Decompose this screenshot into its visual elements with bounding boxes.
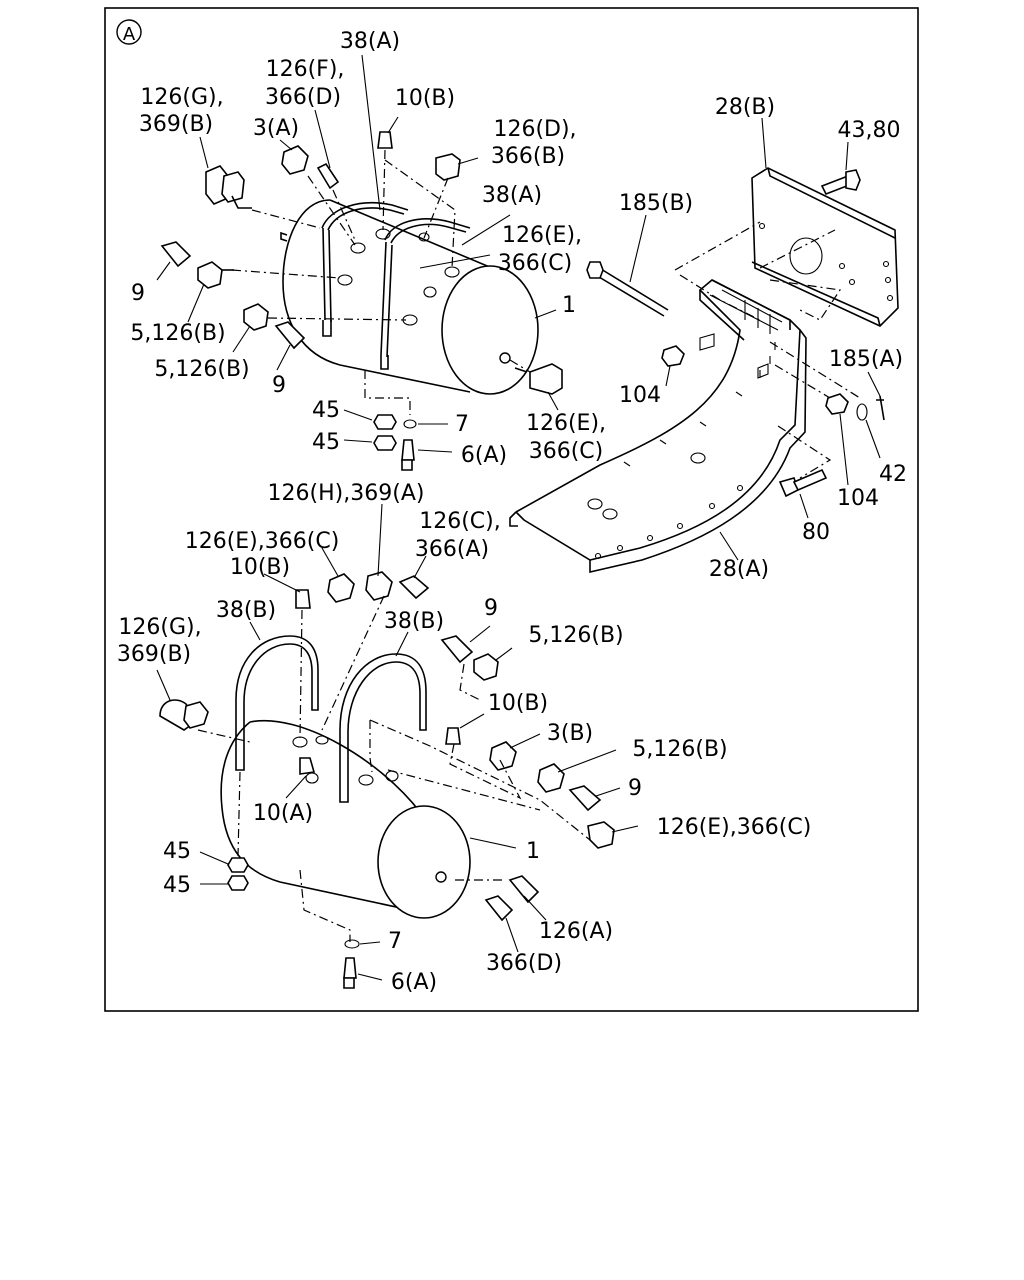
label-38b-left: 38(B) [216,598,276,623]
label-28b: 28(B) [715,95,775,120]
label-10b-top: 10(B) [395,86,455,111]
label-126e-upper: 126(E), [502,223,582,248]
label-126e-366c-lower-right: 126(E),366(C) [657,815,812,840]
label-7-lower: 7 [388,929,402,954]
label-43-80: 43,80 [838,118,901,143]
label-369b-lower: 369(B) [117,642,191,667]
label-7-upper: 7 [455,412,469,437]
label-9-lower-right: 9 [628,776,642,801]
bracket-28a [509,279,807,574]
label-5-126b-lower-right: 5,126(B) [632,737,727,762]
label-9-upper-bottom: 9 [272,373,286,398]
label-366c-upper: 366(C) [498,251,573,276]
label-126f: 126(F), [266,57,345,82]
bracket-28b [751,141,899,327]
label-185b: 185(B) [619,191,693,216]
label-5-126b-b: 5,126(B) [154,357,249,382]
label-80: 80 [802,520,830,545]
label-6a-lower: 6(A) [391,970,437,995]
bracket-leaders [629,117,881,561]
label-366b: 366(B) [491,144,565,169]
label-28a: 28(A) [709,557,769,582]
upper-labels: 38(A) 126(F), 366(D) 126(G), 369(B) 10(B… [130,29,606,468]
label-45-lower-b: 45 [163,873,191,898]
upper-fittings [160,131,461,471]
label-5-126b-a: 5,126(B) [130,321,225,346]
lower-fittings [159,571,615,989]
svg-text:A: A [123,24,136,45]
label-369b-top: 369(B) [139,112,213,137]
lower-air-tank [220,635,471,919]
label-126e-366c-upper: 126(E),366(C) [185,529,340,554]
upper-leaders [156,54,559,453]
label-366d-lower: 366(D) [486,951,562,976]
label-45-upper-a: 45 [312,398,340,423]
label-10b-lower-upper: 10(B) [230,555,290,580]
label-126g-lower: 126(G), [118,615,201,640]
label-6a-upper: 6(A) [461,443,507,468]
label-126g-top: 126(G), [140,85,223,110]
label-9-lower-upper: 9 [484,596,498,621]
label-366a: 366(A) [415,537,489,562]
label-366c-lower-right: 366(C) [529,439,604,464]
label-3a: 3(A) [253,116,299,141]
label-38b-right: 38(B) [384,609,444,634]
label-185a: 185(A) [829,347,903,372]
label-45-lower-a: 45 [163,839,191,864]
label-104-left: 104 [619,383,661,408]
label-1-lower: 1 [526,839,540,864]
label-45-upper-b: 45 [312,430,340,455]
label-104-right: 104 [837,486,879,511]
label-126c: 126(C), [419,509,501,534]
diagram-frame [104,7,919,1012]
label-1-upper: 1 [562,293,576,318]
bracket-labels: 28(B) 43,80 185(B) 185(A) 104 104 42 80 … [619,95,907,582]
label-9-upper-left: 9 [131,281,145,306]
label-366d: 366(D) [265,85,341,110]
lower-leaders [156,503,639,981]
label-126e-lower-right: 126(E), [526,411,606,436]
label-126h-369a: 126(H),369(A) [268,481,425,506]
label-38a-top: 38(A) [340,29,400,54]
label-38a-right: 38(A) [482,183,542,208]
label-126a: 126(A) [539,919,613,944]
bracket-hardware [586,261,885,498]
label-3b: 3(B) [547,721,593,746]
label-10a: 10(A) [253,801,313,826]
section-marker: A [116,19,142,45]
label-126d: 126(D), [493,117,576,142]
lower-labels: 126(H),369(A) 126(E),366(C) 126(C), 366(… [117,481,811,995]
label-5-126b-lower-upper: 5,126(B) [528,623,623,648]
label-42: 42 [879,462,907,487]
label-10b-lower-mid: 10(B) [488,691,548,716]
